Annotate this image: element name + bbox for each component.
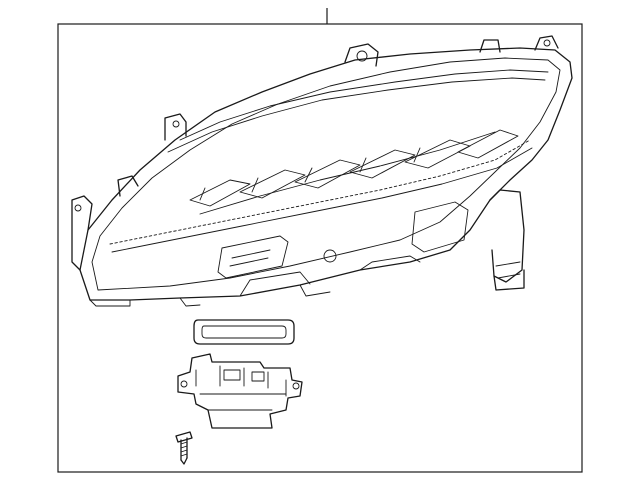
headlamp-icon <box>71 35 573 307</box>
screw-icon <box>175 431 193 465</box>
gasket-icon <box>193 319 295 345</box>
module-icon <box>177 353 303 429</box>
diagram-frame <box>57 23 583 473</box>
